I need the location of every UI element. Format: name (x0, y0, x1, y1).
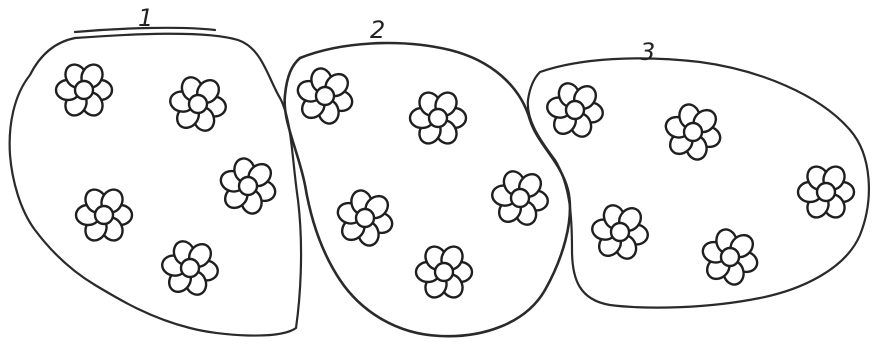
flower-center (95, 206, 113, 224)
flower-icon (410, 89, 466, 148)
flower-center (181, 259, 199, 277)
flower-icon (169, 74, 227, 133)
flower-icon (335, 188, 394, 247)
flower-icon (546, 80, 604, 139)
flower-center (511, 189, 529, 207)
flower-icon (416, 243, 472, 302)
flower-icon (491, 168, 549, 227)
flower-center (611, 223, 629, 241)
flower-icon (663, 102, 722, 161)
flower-icon (700, 227, 759, 286)
flower-center (566, 101, 584, 119)
flower-icon (161, 238, 219, 297)
flower-center (239, 177, 257, 195)
flower-icon (56, 61, 112, 120)
flower-center (356, 209, 374, 227)
group-3-label: 3 (640, 38, 655, 66)
flower-center (817, 183, 835, 201)
flowers-layer (56, 61, 854, 302)
flower-center (684, 123, 702, 141)
flower-center (189, 95, 207, 113)
group-2-label: 2 (370, 16, 385, 44)
flower-icon (295, 66, 354, 125)
flower-icon (798, 163, 854, 222)
flower-center (75, 81, 93, 99)
group-1-label: 1 (138, 4, 153, 32)
flower-icon (591, 202, 649, 261)
flower-center (721, 248, 739, 266)
flower-center (435, 263, 453, 281)
flower-center (429, 109, 447, 127)
flower-icon (218, 156, 277, 215)
flower-center (316, 87, 334, 105)
flower-icon (76, 186, 132, 245)
